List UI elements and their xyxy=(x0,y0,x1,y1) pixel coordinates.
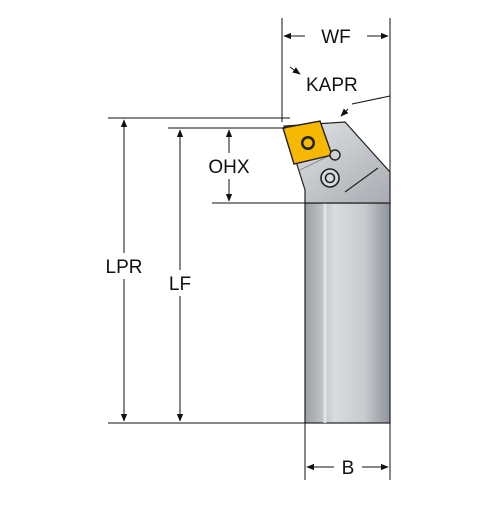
ohx-dimension: OHX xyxy=(193,129,267,202)
tool-shank xyxy=(304,202,391,424)
extension-lines xyxy=(108,117,391,480)
clamp-screw-icon xyxy=(320,168,340,188)
square-insert-icon xyxy=(282,120,333,165)
wf-dimension: WF xyxy=(281,18,391,172)
lf-dimension: LF xyxy=(158,129,202,422)
lpr-dimension: LPR xyxy=(94,119,156,422)
lpr-label: LPR xyxy=(106,257,143,278)
kapr-dimension: KAPR xyxy=(289,66,391,117)
b-label: B xyxy=(342,458,355,479)
kapr-label: KAPR xyxy=(306,75,358,96)
wf-label: WF xyxy=(321,27,351,48)
b-dimension: B xyxy=(306,454,389,479)
locating-pin-icon xyxy=(329,149,341,161)
lf-label: LF xyxy=(169,274,191,295)
ohx-label: OHX xyxy=(208,157,250,178)
